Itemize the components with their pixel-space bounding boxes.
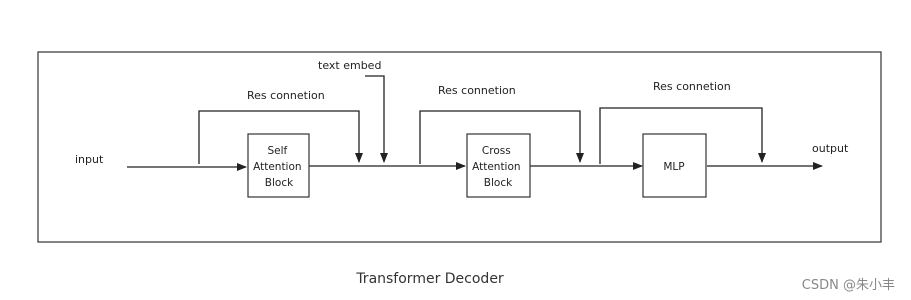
res-connection-3-label: Res connetion [653,80,731,93]
mlp-block: MLP [642,133,707,198]
res-connection-2-line [419,110,584,164]
watermark: CSDN @朱小丰 [802,278,895,293]
res-connection-3-line [599,107,766,164]
diagram-caption: Transformer Decoder [355,271,504,287]
text-embed-arrow [365,75,388,163]
svg-text:Cross Attention Bl: Cross Attention Block [472,145,524,189]
cross-attention-block-label-line-3: Block [484,177,513,189]
self-attention-block-label-line-1: Self [267,145,287,157]
self-attention-block: Self Attention Block [247,133,310,198]
cross-attention-block-label-line-2: Attention [472,161,520,173]
mlp-block-label: MLP [663,161,684,173]
text-embed-label: text embed [318,59,381,72]
cross-attention-block: Cross Attention Block [466,133,531,198]
diagram-frame [37,51,882,243]
svg-text:Self Attention Blo: Self Attention Block [253,145,305,189]
res-connection-2-label: Res connetion [438,84,516,97]
self-attention-block-label-line-3: Block [265,177,294,189]
cross-attention-block-label-line-1: Cross [482,145,511,157]
self-attention-block-label-line-2: Attention [253,161,301,173]
res-connection-1-line [198,110,363,164]
input-label: input [75,153,104,166]
output-label: output [812,142,849,155]
res-connection-1-label: Res connetion [247,89,325,102]
